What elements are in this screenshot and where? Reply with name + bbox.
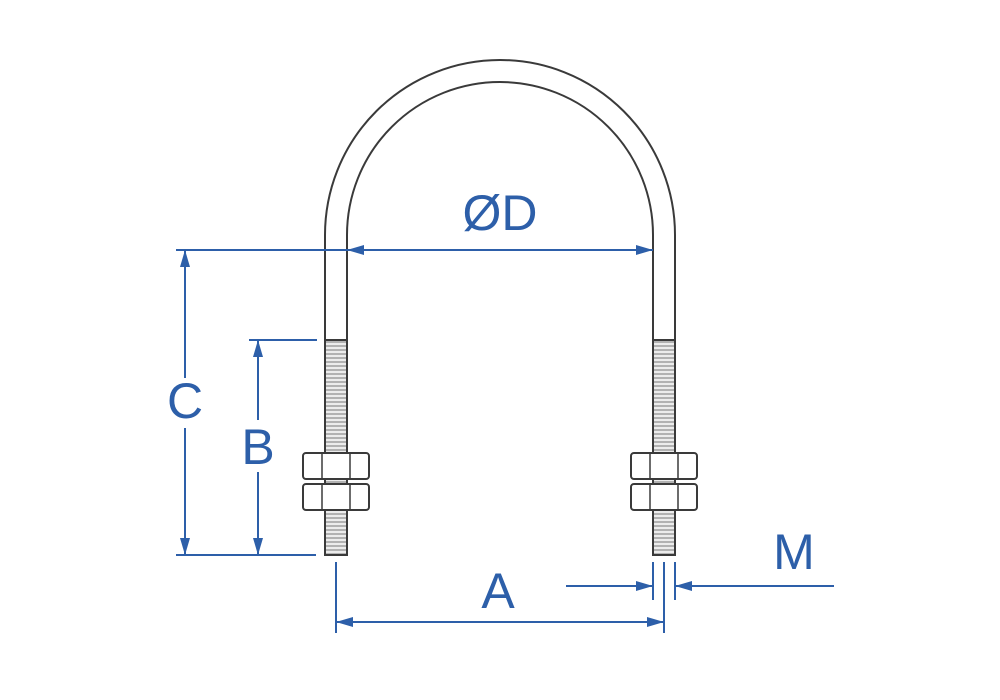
dim-label-center-distance: A [481, 563, 515, 619]
dimension-thread-length: B [241, 339, 317, 555]
dim-label-thread-size: M [773, 524, 815, 580]
nut-body [302, 483, 370, 511]
nut-body [630, 452, 698, 480]
u-bolt-body [302, 59, 698, 556]
nut-body [630, 483, 698, 511]
left-upper-nut [302, 452, 370, 480]
u-bolt-tube-outline [324, 59, 676, 556]
left-leg-thread [324, 339, 348, 556]
nut-body [302, 452, 370, 480]
dim-label-overall-length: C [167, 373, 203, 429]
dimension-thread-size: M [566, 524, 834, 600]
dimension-overall-length: C [167, 249, 349, 556]
dim-label-inner-diameter: ØD [463, 185, 538, 241]
dim-label-thread-length: B [241, 419, 274, 475]
right-leg-thread [652, 339, 676, 556]
right-lower-nut [630, 483, 698, 511]
right-upper-nut [630, 452, 698, 480]
left-lower-nut [302, 483, 370, 511]
dimension-center-distance: A [335, 562, 665, 633]
dimension-inner-diameter: ØD [347, 185, 653, 255]
